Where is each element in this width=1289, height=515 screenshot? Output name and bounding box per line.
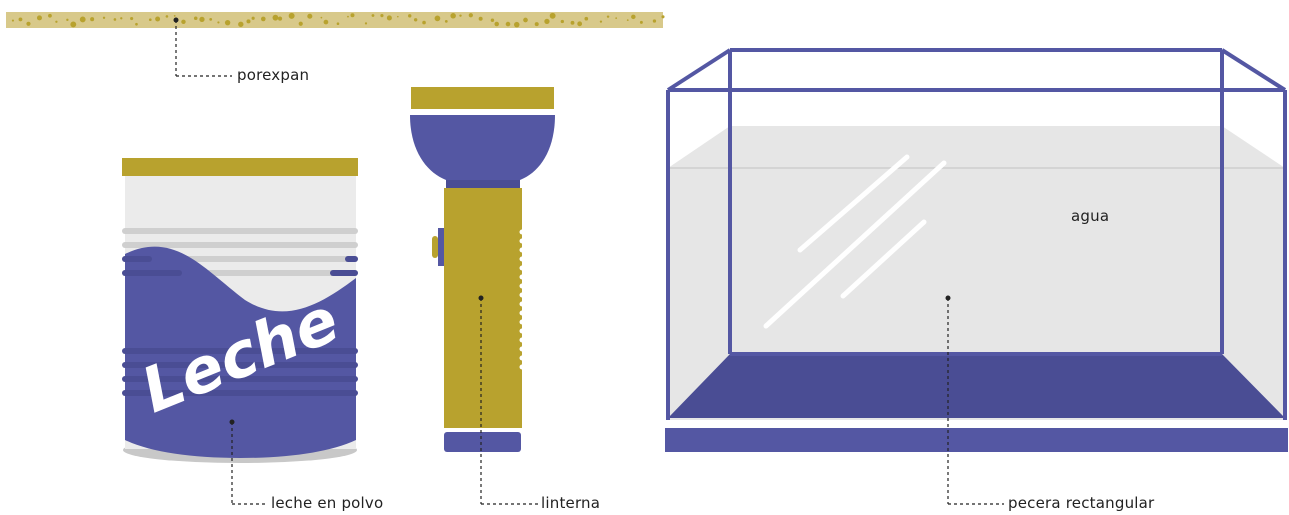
- foam-speck: [66, 18, 69, 22]
- foam-speck: [246, 19, 251, 24]
- grip-notch: [519, 292, 525, 298]
- foam-speck: [11, 19, 14, 22]
- grip-notch: [519, 346, 525, 352]
- grip-notch: [519, 238, 525, 244]
- foam-speck: [165, 15, 169, 18]
- foam-speck: [260, 16, 266, 22]
- foam-speck: [18, 17, 23, 22]
- grip-notch: [519, 265, 525, 271]
- grip-notch: [519, 301, 525, 307]
- foam-speck: [135, 22, 138, 26]
- foam-speck: [371, 14, 375, 17]
- foam-speck: [288, 12, 295, 19]
- foam-speck: [560, 19, 564, 24]
- foam-speck: [459, 14, 462, 17]
- foam-speck: [468, 13, 473, 18]
- foam-speck: [307, 13, 313, 19]
- grip-notch: [519, 310, 525, 316]
- foam-speck: [113, 18, 117, 21]
- foam-speck: [323, 19, 329, 25]
- foam-speck: [422, 20, 426, 25]
- grip-notch: [519, 355, 525, 361]
- grip-notch: [519, 229, 525, 235]
- foam-speck: [661, 15, 665, 19]
- foam-speck: [434, 15, 441, 22]
- foam-speck: [251, 16, 255, 20]
- foam-speck: [505, 21, 511, 27]
- foam-speck: [320, 16, 323, 19]
- fish-tank: [665, 48, 1288, 505]
- water-label: agua: [1071, 207, 1110, 225]
- foam-speck: [209, 18, 213, 21]
- foam-speck: [199, 16, 205, 23]
- foam-speck: [224, 19, 231, 26]
- foam-speck: [639, 20, 643, 24]
- foam-speck: [36, 15, 42, 21]
- foam-speck: [148, 18, 152, 22]
- foam-speck: [55, 20, 58, 23]
- foam-speck: [606, 15, 610, 18]
- foam-speck: [26, 21, 31, 26]
- foam-speck: [181, 19, 186, 25]
- foam-speck: [155, 16, 161, 22]
- grip-notch: [519, 256, 525, 262]
- foam-speck: [599, 20, 603, 23]
- foam-speck: [408, 14, 412, 18]
- milk-can: Leche: [122, 158, 358, 505]
- styrofoam-strip: [6, 12, 665, 77]
- foam-speck: [193, 16, 198, 21]
- grip-notch: [519, 337, 525, 343]
- foam-speck: [130, 16, 134, 21]
- flashlight-label: linterna: [541, 494, 601, 512]
- foam-speck: [631, 14, 636, 20]
- flashlight: [410, 87, 555, 505]
- foam-speck: [626, 19, 629, 22]
- foam-speck: [615, 17, 618, 19]
- grip-notch: [519, 247, 525, 253]
- styrofoam-label: porexpan: [237, 66, 310, 84]
- foam-speck: [90, 17, 95, 22]
- fish-tank-label: pecera rectangular: [1008, 494, 1155, 512]
- foam-speck: [544, 18, 550, 24]
- foam-speck: [652, 19, 657, 23]
- foam-speck: [347, 15, 349, 18]
- foam-speck: [577, 21, 583, 27]
- foam-speck: [48, 13, 52, 18]
- foam-speck: [238, 21, 244, 27]
- foam-speck: [514, 21, 520, 28]
- foam-speck: [298, 21, 303, 26]
- foam-speck: [217, 21, 220, 24]
- foam-speck: [397, 15, 399, 18]
- foam-speck: [494, 21, 499, 27]
- foam-speck: [523, 17, 528, 23]
- foam-speck: [570, 20, 575, 25]
- foam-speck: [336, 22, 340, 26]
- foam-speck: [70, 21, 77, 28]
- foam-speck: [173, 14, 176, 17]
- milk-can-label: leche en polvo: [271, 494, 384, 512]
- foam-speck: [272, 14, 279, 21]
- grip-notch: [519, 328, 525, 334]
- foam-speck: [549, 12, 556, 19]
- foam-speck: [478, 16, 483, 21]
- foam-speck: [444, 20, 448, 23]
- foam-speck: [350, 13, 355, 18]
- grip-notch: [519, 283, 525, 289]
- grip-notch: [519, 364, 525, 370]
- grip-notch: [519, 274, 525, 280]
- foam-speck: [490, 18, 495, 23]
- foam-speck: [380, 14, 384, 18]
- foam-speck: [534, 22, 539, 27]
- foam-speck: [413, 18, 418, 22]
- foam-speck: [450, 13, 456, 19]
- foam-speck: [102, 16, 106, 19]
- foam-speck: [386, 15, 392, 21]
- foam-speck: [584, 16, 589, 21]
- foam-speck: [79, 16, 86, 23]
- foam-speck: [120, 17, 123, 20]
- foam-speck: [364, 22, 368, 25]
- foam-speck: [277, 16, 283, 21]
- grip-notch: [519, 319, 525, 325]
